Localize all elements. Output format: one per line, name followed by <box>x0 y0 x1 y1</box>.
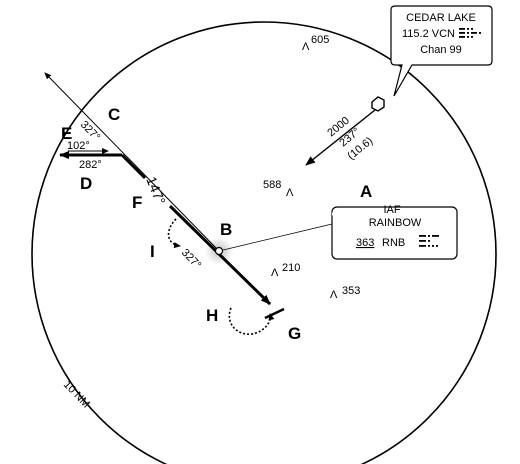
label-c: C <box>108 105 120 124</box>
ndb-morse-icon <box>419 235 439 247</box>
vor-name: CEDAR LAKE <box>406 12 476 24</box>
transition-237-arrow <box>305 109 376 166</box>
elevation-605: 605 <box>311 34 329 46</box>
bearing-102-inbound: 102° <box>67 140 90 152</box>
label-h: H <box>206 306 218 325</box>
vor-channel: Chan 99 <box>420 44 462 56</box>
obstacle-210-icon: Λ <box>271 267 279 279</box>
route-leg-to-f <box>120 153 147 180</box>
label-f: F <box>132 193 142 212</box>
vor-symbol-icon <box>371 96 385 112</box>
label-g: G <box>288 324 301 343</box>
procedure-turn-h-arc <box>228 307 275 335</box>
ndb-name: RAINBOW <box>369 217 422 229</box>
label-a: A <box>360 182 372 201</box>
iaf-leader-line <box>218 223 333 252</box>
vor-info-box <box>390 5 493 97</box>
ndb-frequency: 363 <box>356 237 374 249</box>
vor-frequency: 115.2 VCN <box>402 28 455 40</box>
range-ring <box>31 21 497 464</box>
fix-g-crossbar <box>264 307 285 320</box>
ndb-fix-b-icon <box>214 246 224 256</box>
elevation-588: 588 <box>263 179 281 191</box>
holding-i-arc <box>167 218 181 249</box>
label-d: D <box>80 174 92 193</box>
label-b: B <box>220 220 232 239</box>
iaf-role: IAF <box>383 204 400 216</box>
label-e: E <box>61 124 72 143</box>
elevation-210: 210 <box>282 262 300 274</box>
label-i: I <box>150 242 155 261</box>
bearing-282-outbound: 282° <box>79 159 102 171</box>
radial-327-line <box>44 72 220 252</box>
elevation-353: 353 <box>342 285 360 297</box>
course-147: 147° <box>143 174 169 207</box>
vor-morse-icon <box>459 28 481 38</box>
obstacle-605-icon: Λ <box>302 41 310 53</box>
bearing-327-holding: 327° <box>179 247 203 272</box>
ndb-ident: RNB <box>382 237 405 249</box>
obstacle-353-icon: Λ <box>330 289 338 301</box>
obstacle-588-icon: Λ <box>286 187 294 199</box>
ring-distance-label: 10 NM <box>61 379 92 411</box>
